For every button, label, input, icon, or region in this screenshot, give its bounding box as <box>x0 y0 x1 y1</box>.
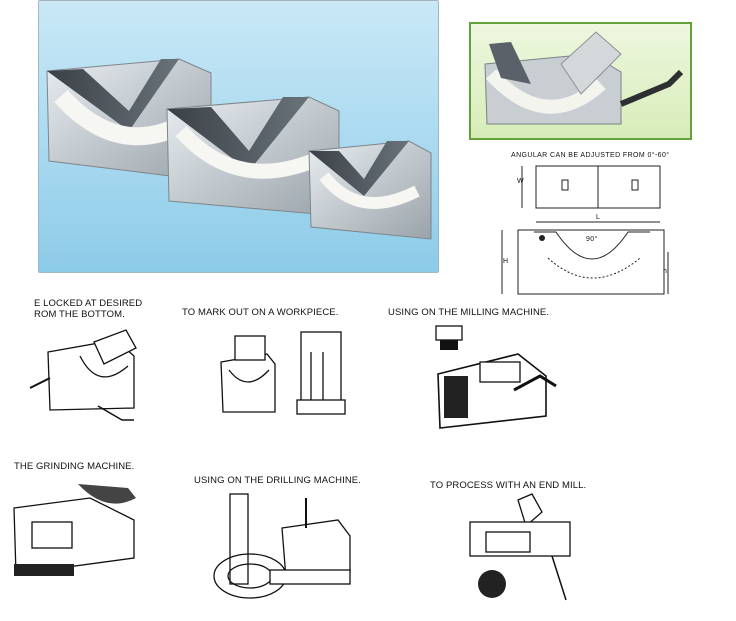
dim-h-lower-label: h <box>663 268 668 275</box>
technical-drawing <box>501 165 669 295</box>
v-block-set-illustration <box>46 58 432 240</box>
product-photo-handle <box>469 22 692 140</box>
dim-w-label: W <box>517 178 525 185</box>
caption-locked-line2: ROM THE BOTTOM. <box>34 309 125 320</box>
caption-end-mill: TO PROCESS WITH AN END MILL. <box>430 480 587 491</box>
sketch-end-mill <box>469 493 571 601</box>
sketch-drilling-machine <box>213 493 351 599</box>
sketch-grinding-machine <box>13 484 136 576</box>
sketch-locked-block <box>29 329 137 421</box>
caption-drilling: USING ON THE DRILLING MACHINE. <box>194 475 361 486</box>
caption-locked-line1: E LOCKED AT DESIRED <box>34 298 143 309</box>
caption-mark-out: TO MARK OUT ON A WORKPIECE. <box>182 307 339 318</box>
small-v-block <box>308 140 432 240</box>
adjustable-v-block-with-handle <box>484 31 684 125</box>
caption-grinding: THE GRINDING MACHINE. <box>14 461 135 472</box>
dim-h-upper-label: H <box>503 258 509 265</box>
sketch-marking-workpiece <box>220 331 346 415</box>
caption-milling: USING ON THE MILLING MACHINE. <box>388 307 550 318</box>
dim-l-label: L <box>596 214 601 221</box>
drawing-angle-note: ANGULAR CAN BE ADJUSTED FROM 0°-60° <box>511 152 670 159</box>
medium-v-block <box>166 96 340 217</box>
product-photo-main <box>38 0 439 273</box>
sketch-milling-machine <box>435 325 557 429</box>
angle-label: 90° <box>586 236 598 243</box>
